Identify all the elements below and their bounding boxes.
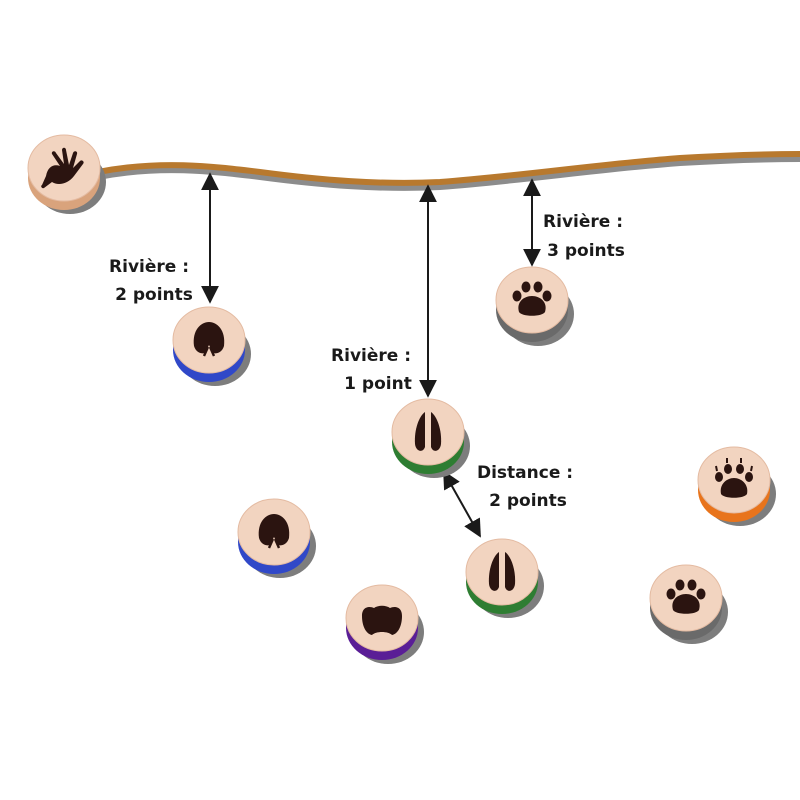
label-river-2: Rivière : 2 points — [109, 257, 195, 305]
label-river-1: Rivière : 1 point — [331, 346, 417, 394]
tokens — [27, 134, 776, 664]
token-face — [391, 398, 465, 466]
token-boar-blue-top — [172, 306, 251, 386]
token-deer-green-center — [391, 398, 470, 478]
token-face — [465, 538, 539, 606]
token-paw-gray-top — [495, 266, 574, 346]
token-boar-blue-bottom — [237, 498, 316, 578]
token-badger-purple — [345, 584, 424, 664]
token-deer-green-bottom — [465, 538, 544, 618]
arrow-distance-2 — [443, 470, 481, 538]
start-token — [27, 134, 106, 214]
token-claw-orange — [697, 446, 776, 526]
river — [97, 151, 800, 191]
label-distance-2: Distance : 2 points — [477, 463, 579, 511]
badger-print-icon — [362, 605, 402, 635]
token-paw-gray-bottom — [649, 564, 728, 644]
label-river-3: Rivière : 3 points — [543, 212, 629, 261]
